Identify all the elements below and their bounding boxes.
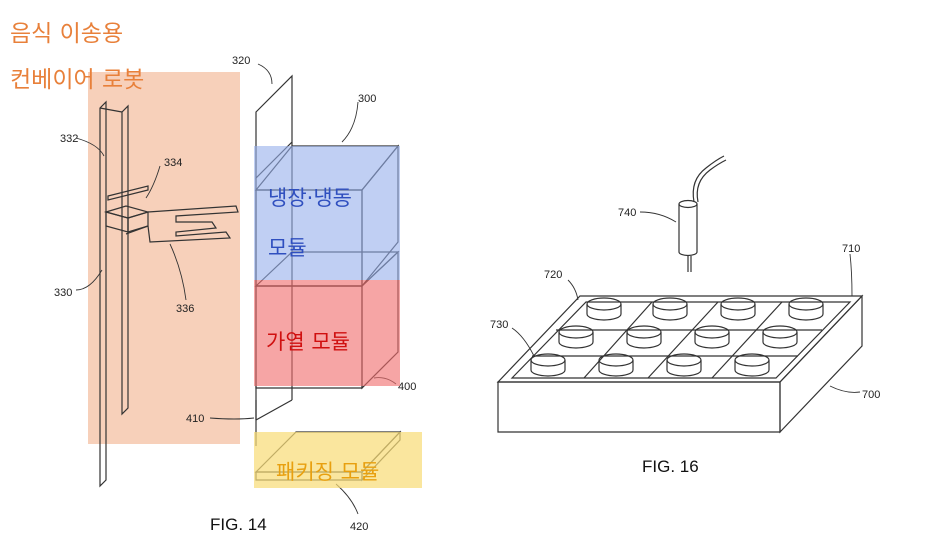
ref-330: 330 (54, 287, 72, 299)
packaging-label: 패키징 모듈 (276, 460, 380, 484)
ref-334: 334 (164, 157, 182, 169)
ref-730: 730 (490, 319, 508, 331)
ref-710: 710 (842, 243, 860, 255)
tray-700 (496, 294, 864, 434)
heating-overlay (254, 280, 400, 386)
robot-overlay (88, 72, 240, 444)
fig16-caption: FIG. 16 (642, 457, 699, 476)
packaging-overlay (254, 432, 422, 488)
title-line-1: 음식 이송용 (10, 21, 124, 47)
fig14-caption: FIG. 14 (210, 515, 267, 534)
ref-332: 332 (60, 133, 78, 145)
ref-300: 300 (358, 93, 376, 105)
ref-410: 410 (186, 413, 204, 425)
ref-320: 320 (232, 55, 250, 67)
ref-700: 700 (862, 389, 880, 401)
heating-label: 가열 모듈 (266, 330, 350, 354)
dispenser-740 (678, 155, 727, 272)
ref-400: 400 (398, 381, 416, 393)
ref-720: 720 (544, 269, 562, 281)
leader-lines-fig16 (511, 211, 861, 393)
conveyor-robot (99, 100, 239, 488)
containers-730 (530, 297, 824, 377)
ref-336: 336 (176, 303, 194, 315)
ref-740: 740 (618, 207, 636, 219)
ref-420: 420 (350, 521, 368, 533)
title-line-2: 컨베이어 로봇 (10, 67, 145, 93)
refrigeration-label-line-1: 냉장·냉동 (268, 186, 352, 210)
refrigeration-overlay (254, 146, 400, 280)
refrigeration-label-line-2: 모듈 (268, 236, 307, 260)
